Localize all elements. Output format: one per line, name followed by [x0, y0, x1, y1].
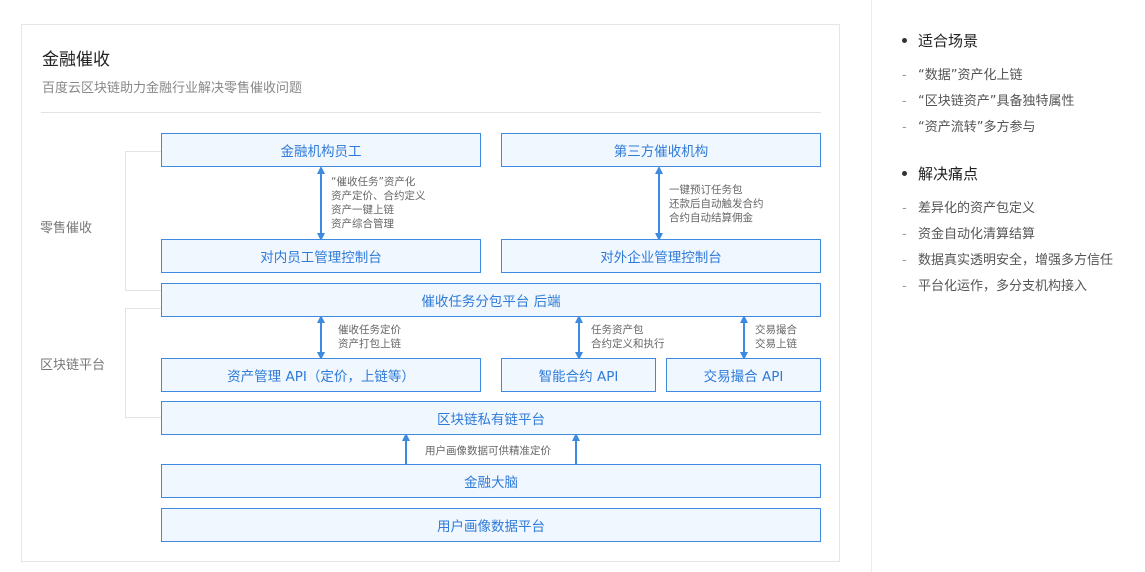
box-financial-staff: 金融机构员工 — [161, 133, 481, 167]
info-panel: 适合场景 -“数据”资产化上链 -“区块链资产”具备独特属性 -“资产流转”多方… — [902, 30, 1142, 322]
note-contract-api: 任务资产包 合约定义和执行 — [591, 324, 665, 350]
section-pain-points: 解决痛点 -差异化的资产包定义 -资金自动化清算结算 -数据真实透明安全，增强多… — [902, 163, 1142, 300]
box-internal-console: 对内员工管理控制台 — [161, 239, 481, 273]
list-item: -“区块链资产”具备独特属性 — [902, 89, 1142, 115]
note-brain-data: 用户画像数据可供精准定价 — [425, 445, 551, 457]
dash-marker: - — [902, 68, 907, 83]
dash-marker: - — [902, 227, 907, 242]
list-item: -“资产流转”多方参与 — [902, 115, 1142, 141]
divider — [41, 112, 821, 113]
dash-marker: - — [902, 120, 907, 135]
box-external-console: 对外企业管理控制台 — [501, 239, 821, 273]
box-private-chain: 区块链私有链平台 — [161, 401, 821, 435]
box-match-api: 交易撮合 API — [666, 358, 821, 392]
dash-marker: - — [902, 253, 907, 268]
retail-bracket — [125, 151, 161, 291]
dash-marker: - — [902, 94, 907, 109]
box-asset-api: 资产管理 API（定价，上链等） — [161, 358, 481, 392]
box-collection-backend: 催收任务分包平台 后端 — [161, 283, 821, 317]
note-third-party-functions: 一键预订任务包 还款后自动触发合约 合约自动结算佣金 — [669, 184, 764, 224]
list-item: -数据真实透明安全，增强多方信任 — [902, 248, 1142, 274]
dash-marker: - — [902, 201, 907, 216]
box-profile-platform: 用户画像数据平台 — [161, 508, 821, 542]
bullet-dot — [902, 170, 907, 176]
note-match-api: 交易撮合 交易上链 — [755, 324, 797, 350]
list-item: -平台化运作，多分支机构接入 — [902, 274, 1142, 300]
retail-group-label: 零售催收 — [40, 221, 93, 236]
panel-divider — [871, 0, 872, 572]
card-title: 金融催收 — [42, 50, 110, 70]
note-staff-functions: “催收任务”资产化 资产定价、合约定义 资产一键上链 资产综合管理 — [331, 176, 426, 230]
dash-marker: - — [902, 279, 907, 294]
list-item: -资金自动化清算结算 — [902, 222, 1142, 248]
card-subtitle: 百度云区块链助力金融行业解决零售催收问题 — [42, 81, 303, 96]
blockchain-group-label: 区块链平台 — [40, 358, 106, 373]
blockchain-bracket — [125, 308, 161, 418]
box-contract-api: 智能合约 API — [501, 358, 656, 392]
box-financial-brain: 金融大脑 — [161, 464, 821, 498]
section-scenarios: 适合场景 -“数据”资产化上链 -“区块链资产”具备独特属性 -“资产流转”多方… — [902, 30, 1142, 141]
flow-arrows — [317, 166, 748, 464]
list-item: -差异化的资产包定义 — [902, 196, 1142, 222]
section-heading: 解决痛点 — [918, 164, 979, 183]
list-item: -“数据”资产化上链 — [902, 63, 1142, 89]
bullet-dot — [902, 37, 907, 43]
financial-collection-card: 金融催收 百度云区块链助力金融行业解决零售催收问题 零售催收 区块链平台 金融机… — [21, 24, 840, 562]
box-third-party-agency: 第三方催收机构 — [501, 133, 821, 167]
section-heading: 适合场景 — [918, 31, 979, 50]
note-asset-api: 催收任务定价 资产打包上链 — [338, 324, 401, 350]
